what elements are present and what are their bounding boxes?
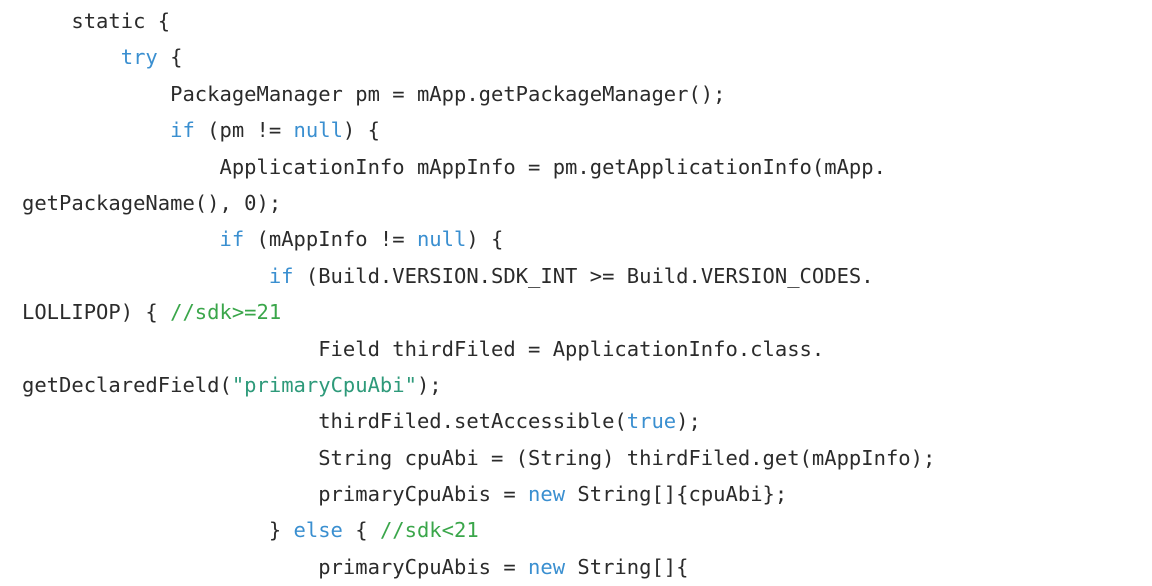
code-text: primaryCpuAbis = <box>22 482 529 507</box>
code-block: static { try { PackageManager pm = mApp.… <box>22 3 935 585</box>
code-comment: //sdk<21 <box>379 518 479 543</box>
code-text: getPackageName(), 0); <box>22 190 282 215</box>
code-text: ); <box>416 372 442 397</box>
code-line: primaryCpuAbis = new String[]{ <box>22 549 935 585</box>
code-text: String[]{cpuAbi}; <box>565 482 788 507</box>
code-text: (pm != <box>194 118 294 143</box>
code-text: PackageManager pm = mApp.getPackageManag… <box>22 81 726 106</box>
code-text: Field thirdFiled = ApplicationInfo.class… <box>22 336 825 361</box>
code-text <box>22 264 269 288</box>
code-text: thirdFiled.setAccessible( <box>22 409 627 434</box>
code-line: static { <box>22 3 935 39</box>
code-line: thirdFiled.setAccessible(true); <box>22 403 935 439</box>
code-text <box>22 45 121 69</box>
code-line: if (Build.VERSION.SDK_INT >= Build.VERSI… <box>22 258 935 294</box>
code-text: (Build.VERSION.SDK_INT >= Build.VERSION_… <box>293 263 874 288</box>
keyword-token: true <box>626 409 677 434</box>
keyword-token: new <box>528 482 566 507</box>
code-text <box>22 227 219 251</box>
code-line: } else { //sdk<21 <box>22 512 935 548</box>
code-text: String cpuAbi = (String) thirdFiled.get(… <box>22 445 936 470</box>
code-line: LOLLIPOP) { //sdk>=21 <box>22 294 935 330</box>
code-line: PackageManager pm = mApp.getPackageManag… <box>22 76 935 112</box>
string-literal: "primaryCpuAbi" <box>231 372 417 397</box>
code-line: getPackageName(), 0); <box>22 185 935 221</box>
code-line: Field thirdFiled = ApplicationInfo.class… <box>22 331 935 367</box>
keyword-token: try <box>120 45 158 70</box>
keyword-token: if <box>268 263 294 288</box>
code-line: if (mAppInfo != null) { <box>22 221 935 257</box>
code-line: ApplicationInfo mAppInfo = pm.getApplica… <box>22 149 935 185</box>
code-text: primaryCpuAbis = <box>22 554 529 579</box>
code-text: String[]{ <box>565 554 689 579</box>
code-text <box>22 118 170 142</box>
code-text: getDeclaredField( <box>22 372 232 397</box>
keyword-token: null <box>416 227 467 252</box>
keyword-token: null <box>293 118 343 143</box>
code-line: getDeclaredField("primaryCpuAbi"); <box>22 367 935 403</box>
code-line: if (pm != null) { <box>22 112 935 148</box>
code-line: String cpuAbi = (String) thirdFiled.get(… <box>22 440 935 476</box>
keyword-token: new <box>528 554 566 579</box>
code-text: ApplicationInfo mAppInfo = pm.getApplica… <box>22 154 886 179</box>
keyword-token: if <box>219 227 245 252</box>
code-text: { <box>157 45 183 70</box>
code-line: primaryCpuAbis = new String[]{cpuAbi}; <box>22 476 935 512</box>
keyword-token: else <box>293 518 343 543</box>
keyword-token: if <box>170 118 195 143</box>
code-text: ) { <box>342 118 380 143</box>
code-line: try { <box>22 39 935 75</box>
code-text: ) { <box>466 227 504 252</box>
code-text: } <box>22 518 294 543</box>
code-text: static { <box>22 9 171 33</box>
code-text: ); <box>676 409 701 434</box>
code-text: { <box>342 518 380 543</box>
code-text: (mAppInfo != <box>244 227 417 252</box>
code-comment: //sdk>=21 <box>170 300 282 325</box>
code-text: LOLLIPOP) { <box>22 300 171 325</box>
